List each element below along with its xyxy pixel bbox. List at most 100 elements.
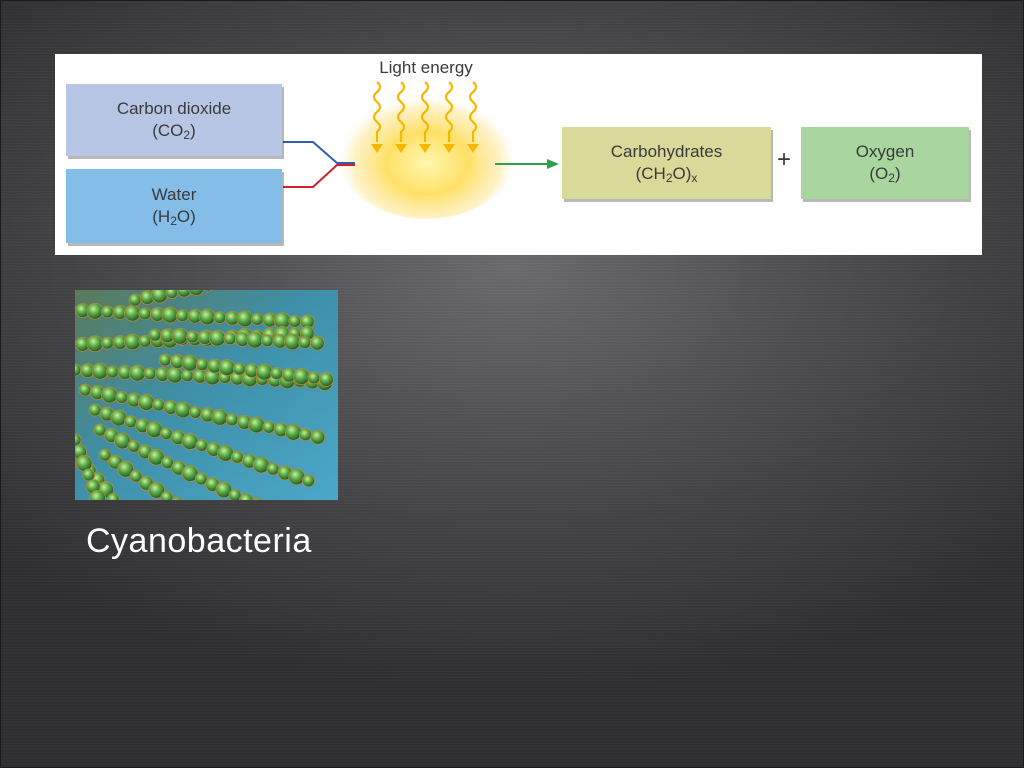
- cell: [101, 336, 114, 350]
- cell: [288, 468, 306, 486]
- cell: [127, 439, 141, 453]
- cell: [174, 401, 192, 419]
- water-connector: [283, 164, 355, 188]
- cell: [270, 367, 284, 380]
- cell: [151, 290, 168, 304]
- cell: [218, 359, 236, 376]
- cell: [86, 335, 104, 353]
- cell: [138, 307, 152, 321]
- cell: [106, 365, 119, 379]
- cell: [262, 420, 276, 434]
- cell: [209, 329, 226, 347]
- cell: [175, 309, 189, 323]
- cell: [195, 358, 209, 371]
- cell: [283, 333, 301, 351]
- cell: [161, 306, 179, 324]
- cell: [248, 416, 265, 434]
- cell: [145, 421, 163, 439]
- cell: [211, 408, 229, 426]
- oxygen-box: Oxygen (O2): [801, 127, 969, 199]
- cell: [298, 336, 312, 349]
- cell: [110, 409, 128, 427]
- cell: [238, 493, 254, 500]
- cell: [128, 293, 142, 307]
- oxygen-formula: (O2): [869, 164, 901, 185]
- cell: [161, 456, 174, 470]
- arrowhead: [467, 144, 479, 153]
- light-energy-label: Light energy: [379, 58, 473, 77]
- cell: [148, 481, 165, 499]
- cell: [91, 362, 109, 380]
- cell: [188, 405, 202, 419]
- cell: [143, 367, 157, 381]
- cell: [204, 290, 213, 292]
- cell: [252, 456, 270, 474]
- cell: [148, 328, 162, 342]
- cell: [255, 363, 273, 381]
- light-ray-arrowheads: [371, 144, 479, 153]
- cell: [250, 312, 264, 326]
- light-ray: [444, 81, 454, 142]
- cell: [75, 433, 82, 447]
- arrowhead: [371, 144, 383, 153]
- cell: [225, 413, 239, 427]
- cell: [284, 423, 302, 441]
- cell: [186, 330, 199, 344]
- carbohydrates-box: Carbohydrates (CH2O)x: [562, 127, 771, 199]
- cell: [251, 497, 264, 500]
- cell: [260, 334, 274, 348]
- filaments: [75, 290, 334, 500]
- co2-connector: [283, 141, 355, 164]
- cell: [88, 403, 102, 417]
- cell: [198, 308, 216, 326]
- cell: [86, 302, 104, 320]
- cell: [236, 310, 254, 328]
- arrowhead: [443, 144, 455, 153]
- cell: [101, 305, 114, 319]
- cell: [166, 366, 184, 384]
- light-ray: [468, 81, 478, 142]
- cell: [302, 474, 315, 488]
- cell: [152, 398, 165, 412]
- water-box: Water (H2O): [66, 169, 282, 243]
- cell: [188, 290, 205, 296]
- cell: [158, 353, 172, 367]
- water-name: Water: [151, 185, 197, 204]
- light-rays: [372, 81, 478, 142]
- light-ray: [396, 81, 406, 142]
- cell: [309, 335, 325, 351]
- cell: [288, 314, 302, 328]
- cell: [223, 332, 237, 346]
- carbohydrates-name: Carbohydrates: [610, 142, 723, 161]
- cell: [171, 497, 184, 500]
- carbon-dioxide-box: Carbon dioxide (CO2): [66, 84, 282, 156]
- cell: [115, 391, 129, 404]
- cell: [230, 450, 244, 464]
- cell: [181, 433, 199, 450]
- cell: [124, 415, 137, 429]
- light-ray: [420, 81, 430, 142]
- diagram-graphics: [283, 79, 559, 219]
- cell: [124, 333, 141, 351]
- cell: [310, 429, 326, 445]
- oxygen-name: Oxygen: [855, 142, 915, 161]
- cell: [89, 489, 107, 500]
- cell: [78, 383, 92, 397]
- arrowhead: [419, 144, 431, 153]
- cyanobacteria-micrograph: [75, 290, 338, 500]
- carbon-dioxide-formula: (CO2): [152, 121, 196, 142]
- cell: [98, 448, 112, 462]
- cell: [137, 394, 155, 411]
- cell: [194, 472, 208, 486]
- cell: [233, 362, 246, 376]
- cell: [228, 488, 242, 500]
- cell: [129, 364, 146, 382]
- cell: [213, 311, 227, 324]
- carbon-dioxide-name: Carbon dioxide: [116, 99, 232, 118]
- cell: [293, 368, 310, 385]
- cell: [195, 438, 209, 452]
- cell: [82, 468, 95, 482]
- cell: [307, 371, 321, 385]
- photo-caption: Cyanobacteria: [86, 522, 312, 560]
- cell: [299, 428, 312, 442]
